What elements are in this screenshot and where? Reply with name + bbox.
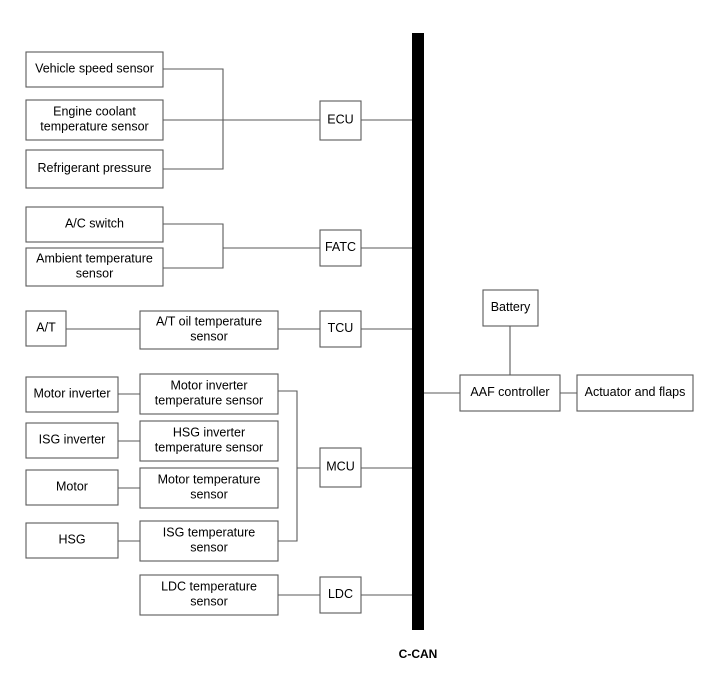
- node-label-isg-inverter: ISG inverter: [39, 433, 106, 447]
- node-actuator-and-flaps: Actuator and flaps: [576, 374, 694, 412]
- can-bus: C-CAN: [399, 33, 438, 661]
- node-box-ac-switch: [25, 206, 164, 243]
- node-motor: Motor: [25, 469, 119, 506]
- node-label-hsg: HSG: [58, 533, 85, 547]
- node-label-ac-switch: A/C switch: [65, 217, 124, 231]
- c-can-bus-bar: [412, 33, 424, 630]
- node-label-aaf-controller: AAF controller: [470, 385, 549, 399]
- node-isg-inverter: ISG inverter: [25, 422, 119, 459]
- node-box-battery: [482, 289, 539, 327]
- node-label-at: A/T: [36, 321, 56, 335]
- node-box-ldc: [319, 576, 362, 614]
- link-vehicle-speed-to-bracket: [163, 68, 224, 120]
- node-box-isg-inverter: [25, 422, 119, 459]
- node-box-vehicle-speed-sensor: [25, 51, 164, 88]
- node-box-hsg-inverter-temperature-sensor: [139, 420, 279, 462]
- c-can-bus-label: C-CAN: [399, 647, 438, 661]
- node-ldc: LDC: [319, 576, 362, 614]
- node-box-fatc: [319, 229, 362, 267]
- node-at: A/T: [25, 310, 67, 347]
- node-ac-switch: A/C switch: [25, 206, 164, 243]
- link-ac-switch-to-bracket: [163, 223, 224, 248]
- node-ecu: ECU: [319, 100, 362, 141]
- node-box-motor-inverter: [25, 376, 119, 413]
- node-label-mcu: MCU: [326, 460, 354, 474]
- node-fatc: FATC: [319, 229, 362, 267]
- node-mcu: MCU: [319, 447, 362, 488]
- node-label-ecu: ECU: [327, 113, 353, 127]
- node-box-ambient-temperature-sensor: [25, 247, 164, 287]
- node-hsg: HSG: [25, 522, 119, 559]
- node-box-ecu: [319, 100, 362, 141]
- node-label-actuator-and-flaps: Actuator and flaps: [585, 385, 686, 399]
- node-motor-inverter: Motor inverter: [25, 376, 119, 413]
- link-ambient-to-bracket: [163, 248, 224, 269]
- node-vehicle-speed-sensor: Vehicle speed sensor: [25, 51, 164, 88]
- node-tcu: TCU: [319, 310, 362, 348]
- node-box-aaf-controller: [459, 374, 561, 412]
- link-refrigerant-to-bracket: [163, 120, 224, 170]
- node-label-vehicle-speed-sensor: Vehicle speed sensor: [35, 62, 154, 76]
- link-motor-inverter-sensor-to-bracket: [278, 390, 298, 468]
- node-aaf-controller: AAF controller: [459, 374, 561, 412]
- node-box-refrigerant-pressure: [25, 149, 164, 189]
- node-refrigerant-pressure: Refrigerant pressure: [25, 149, 164, 189]
- node-label-battery: Battery: [491, 300, 531, 314]
- node-battery: Battery: [482, 289, 539, 327]
- node-box-hsg: [25, 522, 119, 559]
- connector-lines: [66, 68, 577, 596]
- node-label-motor-inverter: Motor inverter: [33, 387, 110, 401]
- node-label-fatc: FATC: [325, 240, 356, 254]
- node-box-isg-temperature-sensor: [139, 520, 279, 562]
- node-box-at-oil-temperature-sensor: [139, 310, 279, 350]
- node-box-motor-inverter-temperature-sensor: [139, 373, 279, 415]
- node-box-engine-coolant-temperature-sensor: [25, 99, 164, 141]
- node-box-mcu: [319, 447, 362, 488]
- node-box-actuator-and-flaps: [576, 374, 694, 412]
- node-box-motor-temperature-sensor: [139, 467, 279, 509]
- node-label-motor: Motor: [56, 480, 88, 494]
- link-isg-sensor-to-bracket: [278, 468, 298, 542]
- node-box-at: [25, 310, 67, 347]
- node-box-ldc-temperature-sensor: [139, 574, 279, 616]
- node-label-tcu: TCU: [328, 321, 354, 335]
- node-box-motor: [25, 469, 119, 506]
- node-box-tcu: [319, 310, 362, 348]
- node-label-refrigerant-pressure: Refrigerant pressure: [38, 161, 152, 175]
- node-label-ldc: LDC: [328, 587, 353, 601]
